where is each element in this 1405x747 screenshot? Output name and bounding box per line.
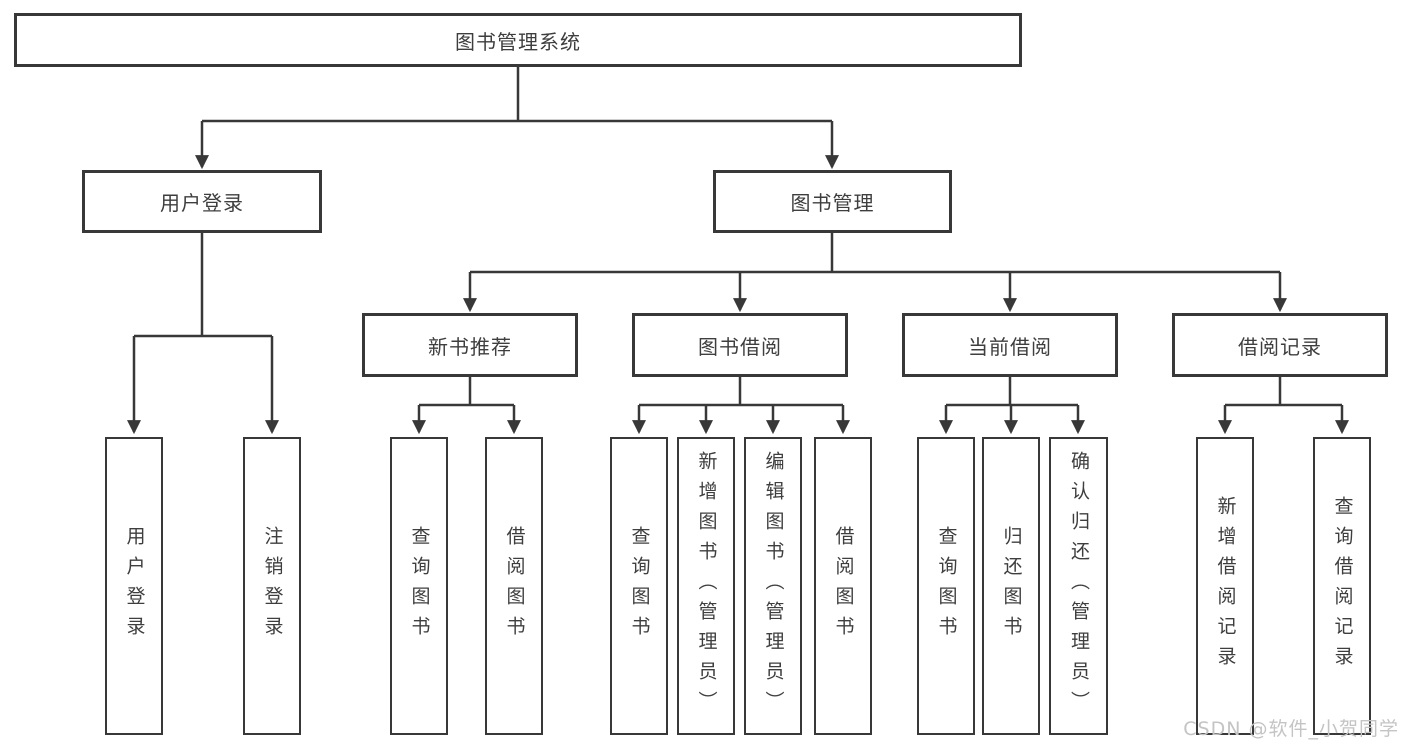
vertical-label: 查询图书: [408, 526, 431, 646]
vertical-label: 查询图书: [935, 526, 958, 646]
vertical-label: 编辑图书（管理员）: [762, 451, 785, 721]
node-query-borrow-record: 查询借阅记录: [1313, 437, 1371, 735]
vertical-label: 新增图书（管理员）: [695, 451, 718, 721]
node-book-management-system: 图书管理系统: [14, 13, 1022, 67]
connector-userlogin-branch: [134, 233, 272, 338]
connector-newbook-branch: [419, 377, 514, 407]
vertical-label: 用户登录: [123, 526, 146, 646]
node-new-book-recommend: 新书推荐: [362, 313, 578, 377]
node-borrow-books-recommend: 借阅图书: [485, 437, 543, 735]
node-query-books-current: 查询图书: [917, 437, 975, 735]
vertical-label: 归还图书: [1000, 526, 1023, 646]
vertical-label: 查询图书: [628, 526, 651, 646]
vertical-label: 新增借阅记录: [1214, 496, 1237, 676]
node-borrow-records: 借阅记录: [1172, 313, 1388, 377]
vertical-label: 确认归还（管理员）: [1068, 451, 1090, 721]
node-logout-action: 注销登录: [243, 437, 301, 735]
node-current-borrow: 当前借阅: [902, 313, 1118, 377]
node-borrow-books-action: 借阅图书: [814, 437, 872, 735]
node-user-login-action: 用户登录: [105, 437, 163, 735]
node-add-book-admin: 新增图书（管理员）: [677, 437, 735, 735]
vertical-label: 查询借阅记录: [1331, 496, 1354, 676]
node-return-book: 归还图书: [982, 437, 1040, 735]
node-user-login: 用户登录: [82, 170, 322, 233]
node-confirm-return-admin: 确认归还（管理员）: [1049, 437, 1108, 735]
connector-bookborrow-branch: [639, 377, 843, 407]
node-edit-book-admin: 编辑图书（管理员）: [744, 437, 802, 735]
node-book-borrow: 图书借阅: [632, 313, 848, 377]
connector-currentborrow-branch: [946, 377, 1078, 407]
connector-bookmgmt-to-level3: [470, 233, 1280, 274]
node-query-books-borrow: 查询图书: [610, 437, 668, 735]
vertical-label: 借阅图书: [503, 526, 526, 646]
node-add-borrow-record: 新增借阅记录: [1196, 437, 1254, 735]
connector-root-to-level2: [202, 67, 832, 123]
node-query-books-recommend: 查询图书: [390, 437, 448, 735]
connector-borrowrecord-branch: [1225, 377, 1342, 407]
node-book-management: 图书管理: [713, 170, 952, 233]
csdn-watermark: CSDN @软件_小贺同学: [1183, 718, 1399, 740]
vertical-label: 借阅图书: [832, 526, 855, 646]
vertical-label: 注销登录: [261, 526, 284, 646]
